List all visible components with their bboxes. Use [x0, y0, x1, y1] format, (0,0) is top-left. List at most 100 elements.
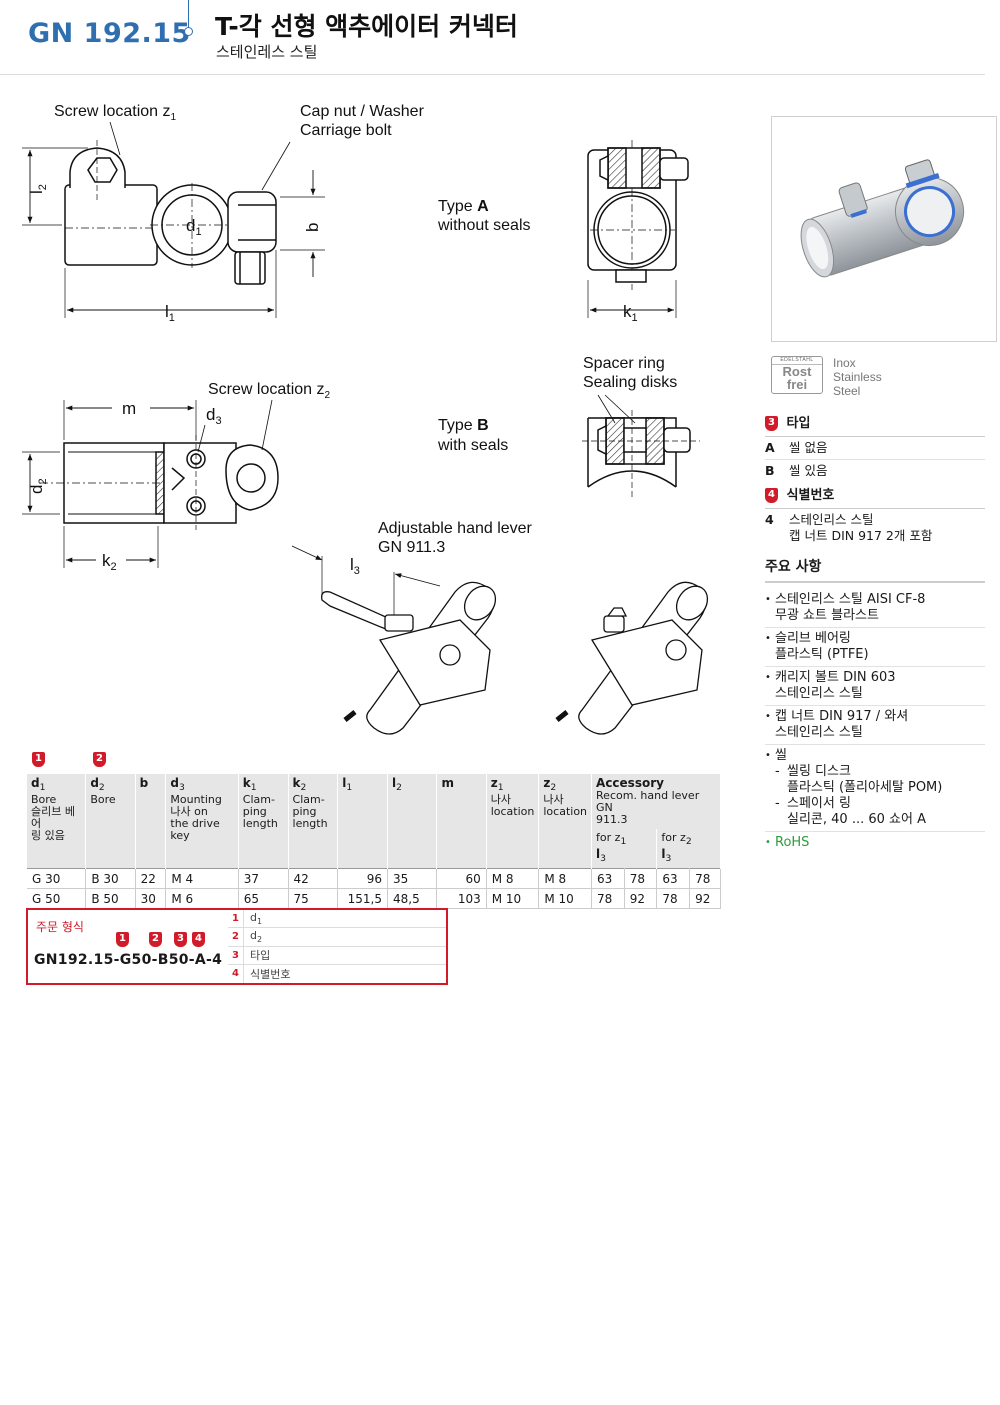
label-hand-lever: Adjustable hand lever — [378, 520, 533, 537]
feature-item: 슬리브 베어링 플라스틱 (PTFE) — [765, 628, 985, 667]
table-cell: 151,5 — [337, 888, 389, 910]
badge-1: 1 — [32, 752, 45, 767]
type-section-header: 3 타입 — [765, 412, 985, 437]
order-badge-4: 4 — [192, 932, 205, 947]
label-spacer-ring: Spacer ring — [583, 355, 665, 372]
table-cell: M 8 — [538, 868, 593, 890]
technical-drawing: Screw location z1 Cap nut / Washer Carri… — [22, 103, 709, 735]
id-value: 스테인리스 스틸 캡 너트 DIN 917 2개 포함 — [789, 512, 932, 544]
feature-line: 스테인리스 스틸 — [775, 725, 863, 740]
dim-l3: l3 — [350, 555, 360, 577]
badge-2: 2 — [93, 752, 106, 767]
id-section: 4 식별번호 4 스테인리스 스틸 캡 너트 DIN 917 2개 포함 — [765, 484, 985, 547]
th-b: b — [135, 774, 167, 869]
feature-item-seal: 씰 씰링 디스크 플라스틱 (폴리아세탈 POM) 스페이서 링 실리콘, 40… — [765, 745, 985, 832]
order-badge-2: 2 — [149, 932, 162, 947]
seal-sub-line: 씰링 디스크 — [787, 764, 851, 779]
table-cell: 30 — [135, 888, 167, 910]
table-cell: 78 — [656, 888, 691, 910]
table-cell: G 50 — [27, 888, 87, 910]
legend-text: d1 — [250, 911, 263, 927]
id-value-line2: 캡 너트 DIN 917 2개 포함 — [789, 528, 933, 543]
dim-l2: l2 — [27, 184, 49, 194]
th-l1: l1 — [337, 774, 389, 869]
table-cell: 37 — [238, 868, 289, 890]
badge-4: 4 — [765, 488, 778, 503]
dim-d1: d1 — [186, 216, 202, 238]
column-badges: 1 2 — [27, 752, 721, 774]
type-section: 3 타입 A 씰 없음 B 씰 있음 — [765, 412, 985, 482]
table-cell: 22 — [135, 868, 167, 890]
type-b-view — [582, 394, 700, 498]
table-cell: 78 — [689, 868, 721, 890]
page-subtitle: 스테인레스 스틸 — [216, 43, 318, 61]
table-cell: 92 — [689, 888, 721, 910]
table-cell: B 30 — [85, 868, 136, 890]
feature-seal-title: 씰 — [775, 748, 787, 763]
dim-m: m — [122, 399, 136, 418]
dim-b: b — [303, 223, 322, 232]
dim-l1: l1 — [165, 302, 175, 324]
product-code: GN 192.15 — [28, 18, 191, 49]
lever-view-left — [291, 545, 497, 735]
features-section: 주요 사항 스테인리스 스틸 AISI CF-8 무광 쇼트 블라스트 슬리브 … — [765, 556, 985, 854]
rostfrei-logo-top: EDELSTAHL — [772, 357, 822, 365]
table-cell: M 10 — [486, 888, 540, 910]
label-type-b: Type B — [438, 417, 489, 434]
id-section-title: 식별번호 — [786, 488, 835, 503]
table-cell: M 8 — [486, 868, 540, 890]
feature-line: 캡 너트 DIN 917 / 와셔 — [775, 709, 909, 724]
rostfrei-logo: EDELSTAHL Rost frei — [771, 356, 823, 394]
table-cell: 48,5 — [387, 888, 438, 910]
table-cell: 63 — [591, 868, 625, 890]
dim-k1: k1 — [623, 302, 638, 324]
table-cell: 35 — [387, 868, 438, 890]
rostfrei-logo-frei: frei — [786, 377, 808, 392]
rohs-label: RoHS — [765, 832, 985, 854]
legend-text: 식별번호 — [250, 967, 291, 981]
feature-item: 캡 너트 DIN 917 / 와셔 스테인리스 스틸 — [765, 706, 985, 745]
table-cell: 75 — [288, 888, 339, 910]
id-section-header: 4 식별번호 — [765, 484, 985, 509]
table-cell: G 30 — [27, 868, 87, 890]
top-view — [22, 121, 325, 318]
type-item: A 씰 없음 — [765, 437, 985, 460]
order-legend-row: 3 타입 — [228, 946, 446, 965]
table-cell: 103 — [436, 888, 487, 910]
order-code: GN192.15-G50-B50-A-4 — [34, 952, 223, 968]
table-cell: 65 — [238, 888, 289, 910]
dim-k2: k2 — [102, 551, 117, 573]
badge-3: 3 — [765, 416, 778, 431]
table-cell: 96 — [337, 868, 389, 890]
legend-num: 3 — [228, 946, 244, 964]
legend-text: 타입 — [250, 949, 271, 963]
seal-sub-line: 스페이서 링 — [787, 796, 851, 811]
table-cell: M 10 — [538, 888, 593, 910]
dim-d3: d3 — [206, 405, 222, 427]
header-rule — [0, 74, 985, 75]
type-key: A — [765, 440, 775, 455]
header-divider — [188, 0, 189, 28]
label-sealing-disks: Sealing disks — [583, 374, 677, 391]
type-value: 씰 없음 — [789, 440, 828, 455]
header-divider-dot — [184, 27, 193, 36]
table-row: G 30 B 30 22 M 4 37 42 96 35 60 M 8 M 8 … — [27, 868, 721, 890]
table-cell: M 4 — [165, 868, 239, 890]
label-hand-lever-gn: GN 911.3 — [378, 539, 445, 556]
features-title: 주요 사항 — [765, 556, 985, 583]
label-carriage-bolt: Carriage bolt — [300, 122, 392, 139]
table-cell: 78 — [591, 888, 625, 910]
